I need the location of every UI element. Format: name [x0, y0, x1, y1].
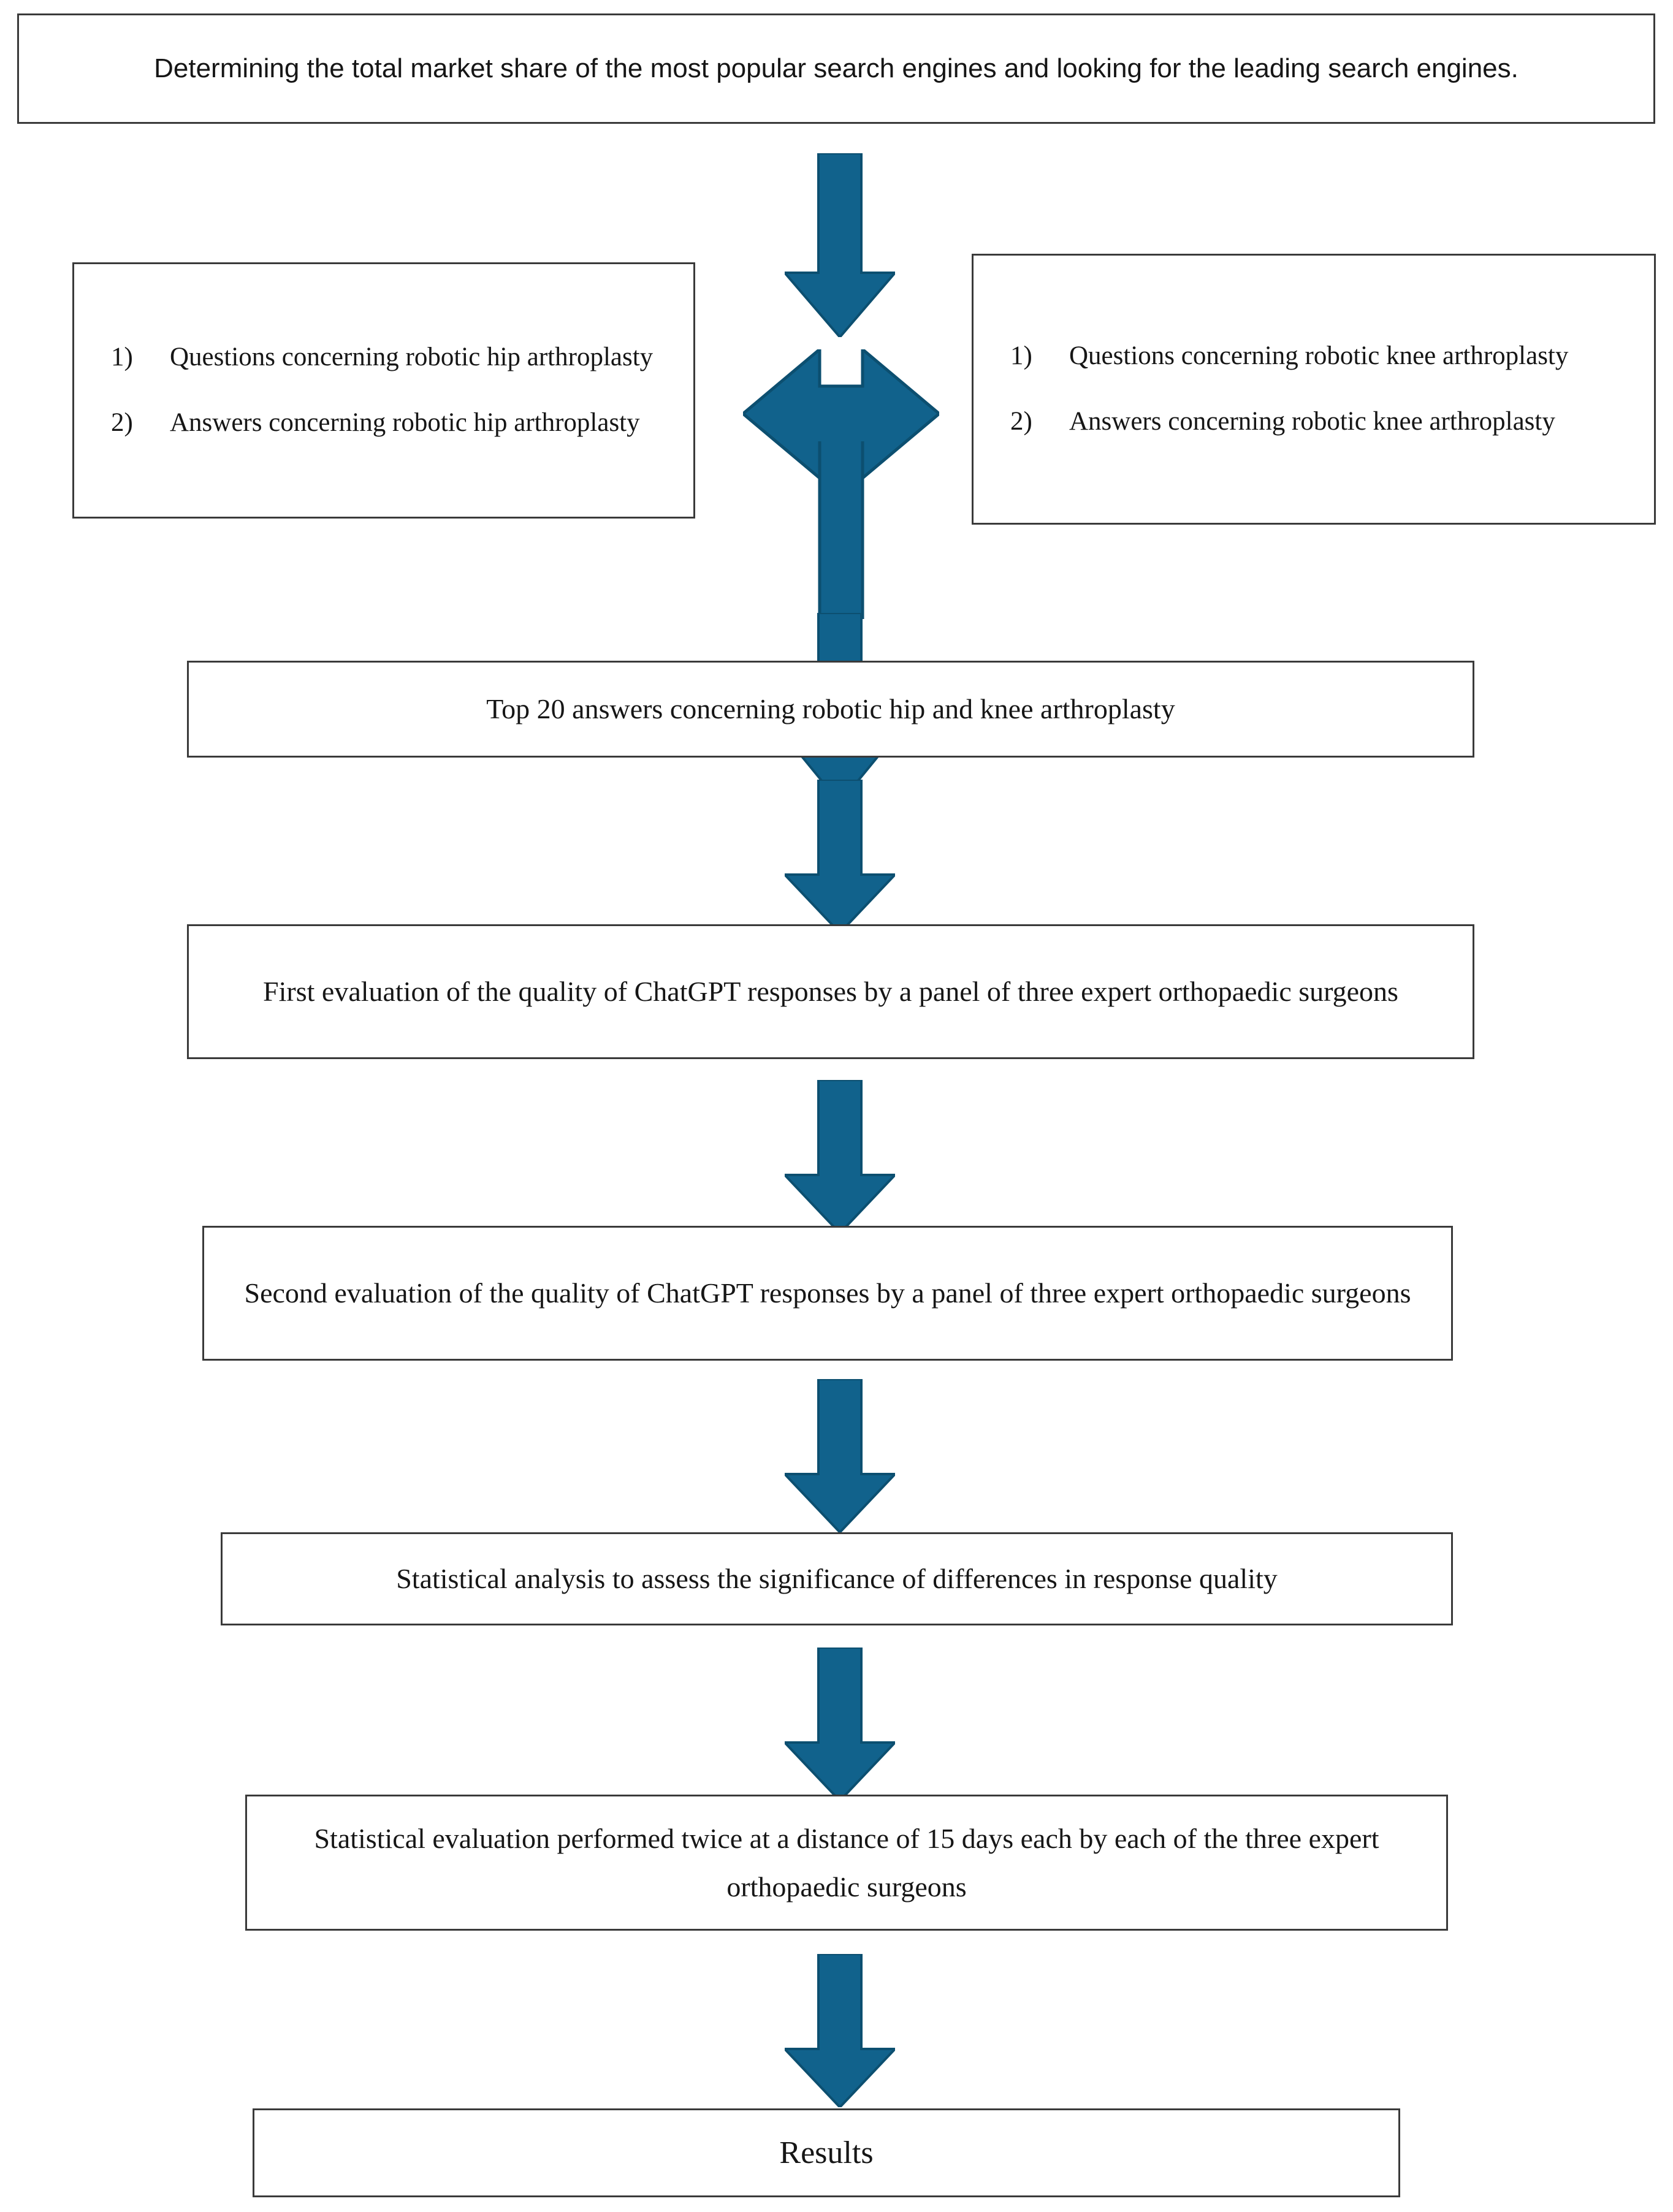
down-arrow-to-split: [785, 153, 895, 337]
list-item-label: Answers concerning robotic knee arthropl…: [1069, 407, 1555, 436]
node-results: Results: [253, 2108, 1400, 2197]
list-item-label: Answers concerning robotic hip arthropla…: [170, 408, 640, 437]
list-item: 1) Questions concerning robotic hip arth…: [111, 334, 673, 381]
node-first-evaluation-label: First evaluation of the quality of ChatG…: [263, 976, 1398, 1008]
node-second-evaluation-label: Second evaluation of the quality of Chat…: [244, 1277, 1411, 1309]
list-item: 1) Questions concerning robotic knee art…: [1010, 333, 1633, 380]
node-statistical-evaluation-twice: Statistical evaluation performed twice a…: [245, 1795, 1448, 1931]
down-arrow-to-statistical-analysis: [785, 1379, 895, 1532]
down-arrow-to-first-evaluation: [785, 780, 895, 933]
list-item: 2) Answers concerning robotic knee arthr…: [1010, 398, 1633, 446]
node-statistical-analysis-label: Statistical analysis to assess the signi…: [396, 1563, 1278, 1595]
down-arrow-to-second-evaluation: [785, 1080, 895, 1233]
hip-list: 1) Questions concerning robotic hip arth…: [74, 334, 693, 446]
node-knee-questions-answers: 1) Questions concerning robotic knee art…: [972, 254, 1656, 525]
node-hip-questions-answers: 1) Questions concerning robotic hip arth…: [72, 262, 695, 519]
node-top-20-answers: Top 20 answers concerning robotic hip an…: [187, 661, 1474, 758]
node-statistical-evaluation-twice-label: Statistical evaluation performed twice a…: [314, 1822, 1379, 1902]
knee-list: 1) Questions concerning robotic knee art…: [974, 333, 1654, 445]
list-item-number: 2): [1010, 407, 1032, 436]
tri-directional-arrow: [743, 349, 939, 619]
down-arrow-to-statistical-evaluation: [785, 1648, 895, 1801]
node-market-share-label: Determining the total market share of th…: [154, 53, 1519, 84]
node-first-evaluation: First evaluation of the quality of ChatG…: [187, 924, 1474, 1059]
node-top-20-answers-label: Top 20 answers concerning robotic hip an…: [486, 693, 1175, 725]
down-arrow-to-results: [785, 1954, 895, 2107]
node-market-share: Determining the total market share of th…: [17, 13, 1655, 124]
node-results-label: Results: [779, 2135, 874, 2170]
list-item-number: 1): [1010, 341, 1032, 371]
list-item: 2) Answers concerning robotic hip arthro…: [111, 400, 673, 447]
list-item-number: 1): [111, 343, 133, 372]
node-statistical-analysis: Statistical analysis to assess the signi…: [221, 1532, 1453, 1625]
list-item-number: 2): [111, 408, 133, 437]
list-item-label: Questions concerning robotic knee arthro…: [1069, 341, 1569, 371]
node-second-evaluation: Second evaluation of the quality of Chat…: [202, 1226, 1453, 1361]
list-item-label: Questions concerning robotic hip arthrop…: [170, 343, 654, 372]
